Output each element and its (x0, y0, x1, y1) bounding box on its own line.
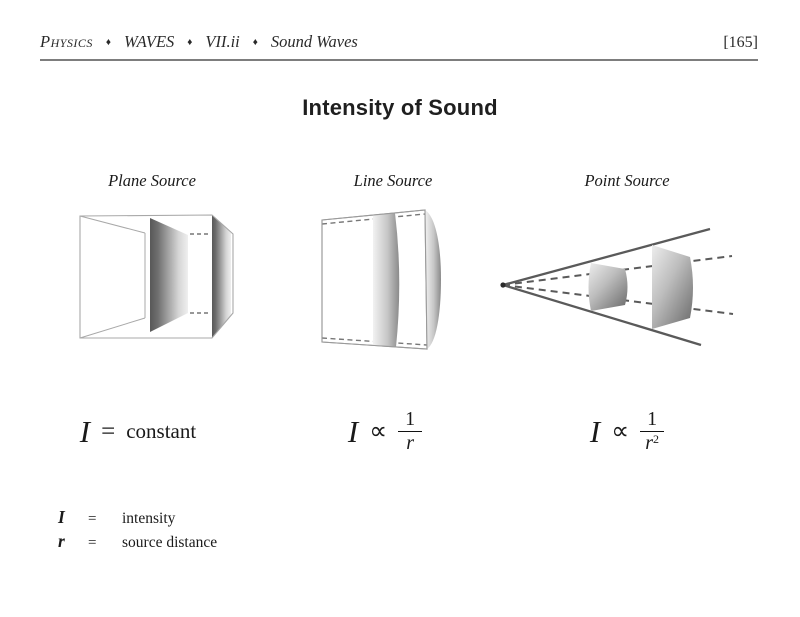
fraction-numerator: 1 (640, 408, 665, 432)
line-source-label: Line Source (353, 171, 433, 190)
line-source-formula: I ∝ 1 r (295, 400, 475, 462)
legend-row-distance: r = source distance (58, 531, 217, 555)
equals-sign: = (88, 535, 97, 551)
proportional-sign: ∝ (611, 417, 630, 445)
plane-source-label: Plane Source (108, 171, 196, 190)
constant-text: constant (126, 418, 197, 443)
plane-source-diagram (79, 214, 234, 339)
page-header: Physics ♦ WAVES ♦ VII.ii ♦ Sound Waves [… (40, 32, 758, 56)
intensity-symbol: I (79, 413, 91, 449)
fraction-denominator: r2 (645, 431, 659, 454)
page-number: [165] (723, 34, 758, 51)
diamond-separator-icon: ♦ (252, 37, 258, 48)
equals-sign: = (101, 417, 116, 445)
page-title: Intensity of Sound (302, 95, 498, 120)
point-source-dot (500, 282, 506, 288)
equals-sign: = (88, 511, 97, 527)
diamond-separator-icon: ♦ (105, 37, 112, 48)
symbol-legend: I = intensity r = source distance (58, 507, 217, 555)
fraction-denominator: r (406, 431, 414, 454)
point-source-label: Point Source (584, 171, 670, 190)
breadcrumb-section: WAVES (124, 32, 175, 51)
legend-row-intensity: I = intensity (58, 507, 217, 531)
fraction: 1 r (398, 408, 423, 455)
legend-definition: source distance (122, 534, 218, 551)
breadcrumb: Physics ♦ WAVES ♦ VII.ii ♦ Sound Waves (40, 32, 358, 52)
breadcrumb-subject: Physics (40, 32, 93, 51)
legend-symbol: r (58, 531, 65, 551)
fraction-numerator: 1 (398, 408, 423, 432)
legend-definition: intensity (122, 510, 176, 527)
breadcrumb-topic: Sound Waves (270, 32, 358, 51)
breadcrumb-chapter: VII.ii (205, 32, 240, 51)
plane-source-formula: I = constant (48, 400, 228, 462)
intensity-symbol: I (589, 413, 601, 449)
proportional-sign: ∝ (369, 417, 388, 445)
point-source-diagram (500, 227, 734, 347)
header-rule (40, 59, 758, 61)
point-source-formula: I ∝ 1 r2 (537, 400, 717, 462)
fraction: 1 r2 (640, 408, 665, 455)
diamond-separator-icon: ♦ (187, 37, 193, 48)
line-source-diagram (321, 209, 441, 350)
legend-symbol: I (58, 507, 65, 527)
intensity-symbol: I (347, 413, 359, 449)
